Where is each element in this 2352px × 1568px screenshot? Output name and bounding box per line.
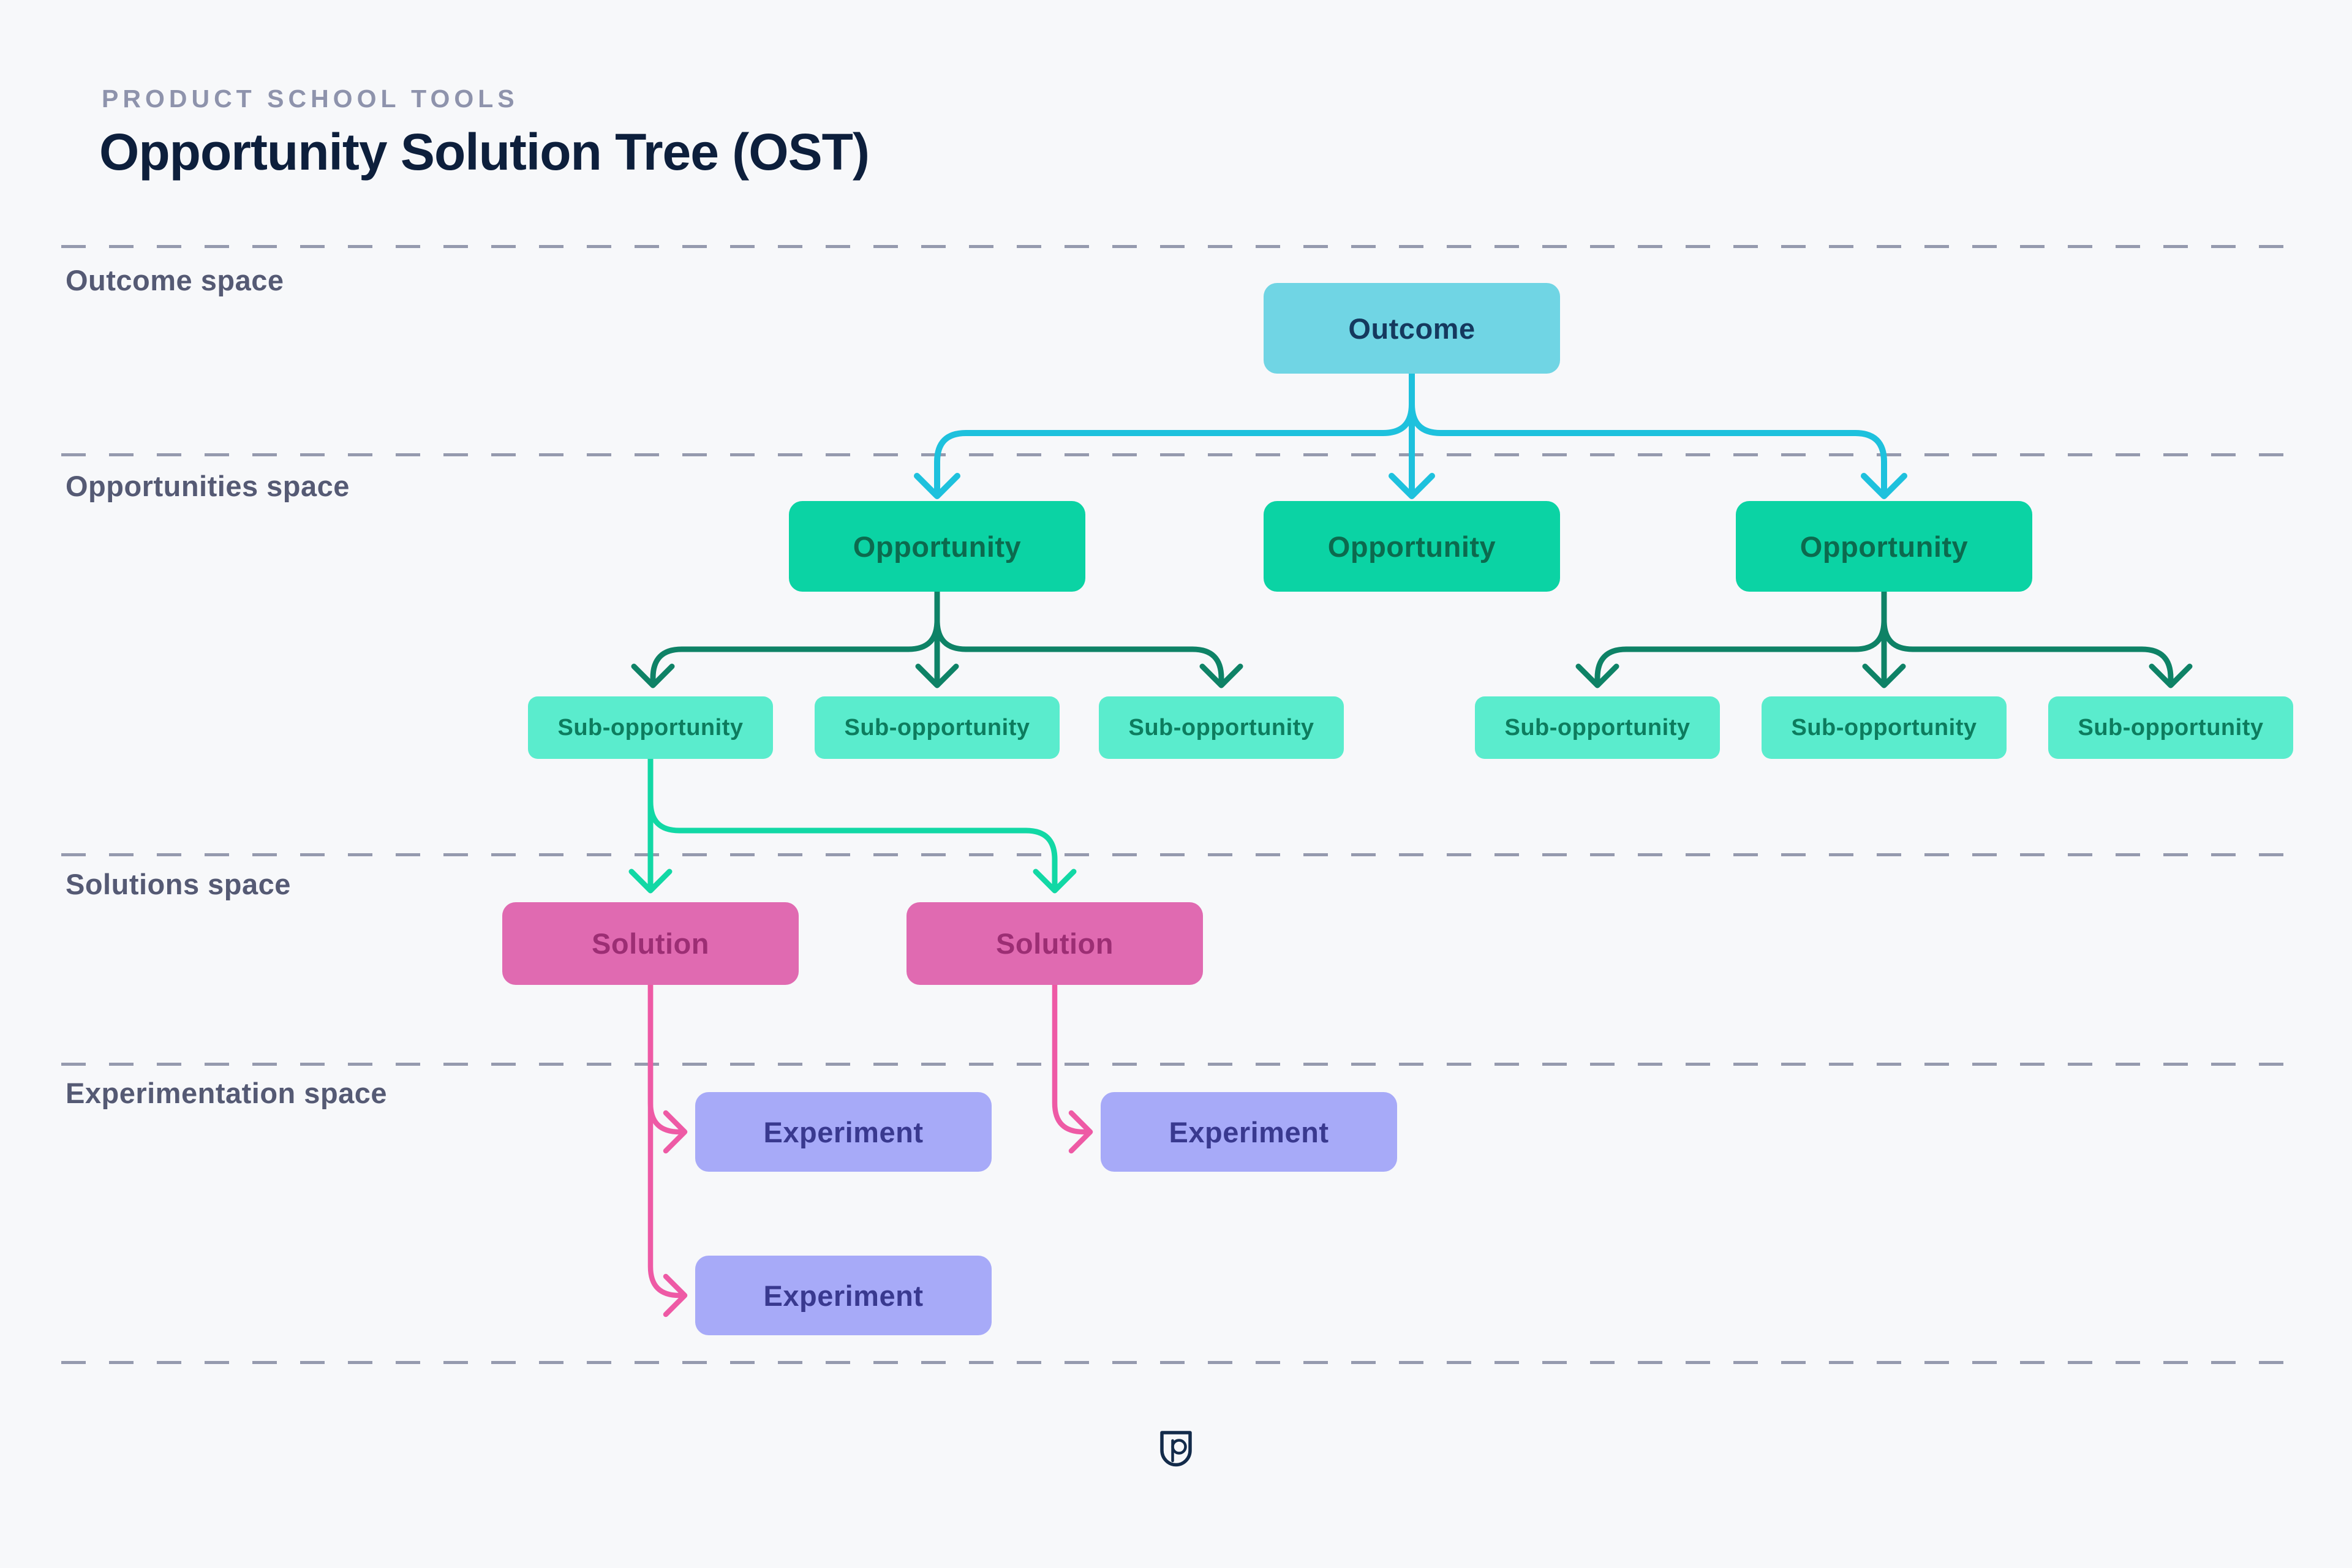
opportunity-node-3: Opportunity <box>1736 501 2032 592</box>
brand-eyebrow: PRODUCT SCHOOL TOOLS <box>102 85 519 113</box>
section-label-opportunities-space: Opportunities space <box>66 470 350 502</box>
section-label-experimentation-space: Experimentation space <box>66 1077 388 1109</box>
solutions-to-experiments-arrows <box>647 982 1093 1317</box>
opportunity-node-2: Opportunity <box>1264 501 1560 592</box>
experiment-node-3: Experiment <box>695 1256 992 1335</box>
outcome-node: Outcome <box>1264 283 1560 374</box>
sub-opportunity-node-3: Sub-opportunity <box>1099 696 1344 759</box>
section-divider-5 <box>61 1361 2291 1364</box>
section-divider-3 <box>61 853 2291 856</box>
sub-opportunity-node-6: Sub-opportunity <box>2048 696 2293 759</box>
section-divider-2 <box>61 453 2291 456</box>
experiment-node-2: Experiment <box>1101 1092 1397 1172</box>
experiment-node-1: Experiment <box>695 1092 992 1172</box>
opportunity3-to-subopportunities-arrows <box>1575 589 2193 688</box>
sub-opportunity-node-1: Sub-opportunity <box>528 696 773 759</box>
outcome-to-opportunities-arrows <box>914 371 1907 499</box>
solution-node-1: Solution <box>502 902 799 985</box>
opportunity1-to-subopportunities-arrows <box>631 589 1243 688</box>
subopportunity1-to-solutions-arrows <box>628 756 1077 894</box>
sub-opportunity-node-2: Sub-opportunity <box>815 696 1060 759</box>
section-label-solutions-space: Solutions space <box>66 868 291 900</box>
page-title: Opportunity Solution Tree (OST) <box>99 123 870 181</box>
opportunity-node-1: Opportunity <box>789 501 1085 592</box>
sub-opportunity-node-5: Sub-opportunity <box>1762 696 2007 759</box>
section-label-outcome-space: Outcome space <box>66 264 284 296</box>
section-divider-1 <box>61 245 2291 248</box>
section-divider-4 <box>61 1063 2291 1066</box>
product-school-logo-icon <box>1160 1431 1192 1467</box>
sub-opportunity-node-4: Sub-opportunity <box>1475 696 1720 759</box>
solution-node-2: Solution <box>907 902 1203 985</box>
